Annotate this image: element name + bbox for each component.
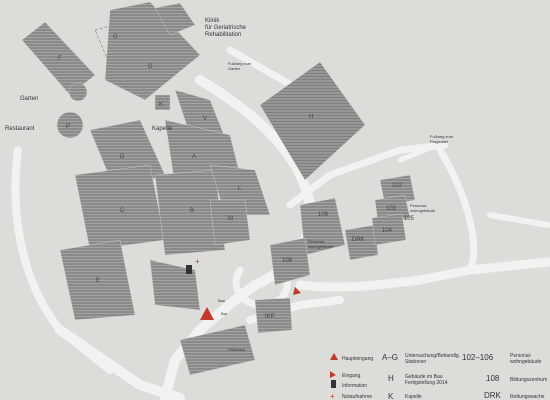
main-entrance-marker: [200, 307, 214, 320]
entrance-label-bar: Bar: [221, 311, 228, 316]
legend-code-102-line2: wohngebäude: [510, 359, 542, 365]
legend-label-emergency: Notaufnahme: [342, 394, 372, 400]
label-C: C: [120, 208, 125, 214]
label-G1: G: [113, 34, 118, 40]
staff-housing2-line2: wohngebäude: [410, 208, 436, 213]
building-H: [259, 61, 366, 181]
building-parkhaus: [179, 324, 256, 376]
label-P: P: [66, 124, 70, 130]
legend-code-h-line2: Fertigstellung 2014: [405, 380, 448, 386]
label-K: K: [159, 102, 163, 108]
info-marker: [186, 265, 192, 274]
legend-code-drk-line1: Rettungswache: [510, 394, 545, 400]
legend-main-entrance-icon: [330, 353, 338, 360]
road-south: [55, 325, 185, 400]
legend: Haupteingang Eingang Information + Notau…: [330, 353, 547, 400]
chapel-label: Kapelle: [152, 126, 173, 132]
label-G2: G: [148, 64, 153, 70]
road-west: [11, 146, 114, 374]
road-right-edge: [487, 212, 550, 228]
legend-code-108: 108: [486, 374, 500, 383]
building-clinic: [154, 2, 196, 36]
legend-code-ag-line1: Untersuchung/Behandlg.: [405, 353, 460, 359]
label-V: V: [203, 116, 207, 122]
path-garden-line1: Fußweg zum: [228, 61, 252, 66]
label-L: L: [238, 186, 242, 192]
staff-housing2-line1: Personal-: [410, 203, 428, 208]
road-east: [295, 257, 550, 292]
buildings: [21, 1, 416, 376]
building-round: [68, 82, 88, 102]
label-M: M: [228, 216, 233, 222]
legend-code-drk: DRK: [484, 391, 502, 400]
path-garden-line2: Garten: [228, 66, 240, 71]
label-A: A: [192, 154, 196, 160]
legend-code-ag-line2: Stationen: [405, 359, 426, 365]
legend-code-ag: A–G: [382, 353, 398, 362]
legend-label-info: Information: [342, 383, 367, 389]
legend-code-h-line1: Gebäude im Bau: [405, 374, 443, 380]
building-ikp: [254, 297, 293, 334]
legend-code-108-line1: Bildungszentrum: [510, 377, 547, 383]
building-P: [56, 111, 84, 139]
building-M: [209, 199, 251, 246]
legend-emergency-icon: +: [330, 392, 335, 400]
legend-code-h: H: [388, 374, 394, 383]
parking-label: Parkhaus: [228, 347, 245, 352]
legend-code-102: 102–106: [462, 353, 494, 362]
building-DRK: [344, 224, 379, 261]
label-E: E: [96, 278, 100, 284]
emergency-marker: +: [195, 257, 200, 266]
path-pragsattel-line1: Fußweg zum: [430, 134, 454, 139]
building-108: [269, 237, 311, 286]
entrance-marker-1: [293, 287, 301, 295]
path-pragsattel-line2: Pragsattel: [430, 139, 448, 144]
label-DRK: DRK: [352, 237, 365, 243]
label-103: 103: [386, 206, 397, 212]
restaurant-label: Restaurant: [5, 126, 35, 132]
building-E: [59, 239, 136, 321]
building-K: [154, 94, 171, 111]
road-pragsattel: [397, 145, 433, 163]
label-D: D: [120, 154, 125, 160]
building-G: [104, 1, 201, 101]
garden-label: Garten: [20, 96, 38, 102]
label-106: 106: [318, 212, 329, 218]
clinic-name-line3: Rehabilitation: [205, 32, 241, 38]
legend-label-entrance: Eingang: [342, 373, 361, 379]
building-104: [371, 213, 407, 246]
clinic-name-line1: Klinik: [205, 18, 220, 24]
map-markers: +: [186, 257, 301, 320]
road-east-upper: [286, 141, 449, 209]
label-B: B: [190, 208, 194, 214]
legend-entrance-icon: [330, 371, 336, 378]
legend-code-k-line1: Kapelle: [405, 394, 422, 400]
staff-housing-line1: Personal-: [308, 239, 326, 244]
entrance-label-bau: Bau: [218, 298, 225, 303]
building-annex: [149, 259, 201, 311]
legend-info-icon: [331, 380, 336, 388]
legend-label-main-entrance: Haupteingang: [342, 356, 373, 362]
legend-code-k: K: [388, 392, 394, 400]
building-102: [379, 174, 416, 206]
building-F: [21, 21, 96, 96]
map-labels: Klinik für Geriatrische Rehabilitation G…: [5, 18, 454, 352]
label-F: F: [58, 56, 62, 62]
road-east-far: [436, 146, 478, 274]
label-102: 102: [392, 183, 403, 189]
staff-housing-line2: wohngebäude: [308, 244, 334, 249]
label-H: H: [309, 114, 313, 120]
clinic-name-line2: für Geriatrische: [205, 25, 247, 31]
legend-code-102-line1: Personal-: [510, 353, 532, 359]
ikp-label: IKP: [265, 314, 275, 320]
label-104: 104: [382, 228, 393, 234]
label-105: 105: [404, 216, 415, 222]
label-108: 108: [282, 258, 293, 264]
building-B: [154, 169, 226, 256]
